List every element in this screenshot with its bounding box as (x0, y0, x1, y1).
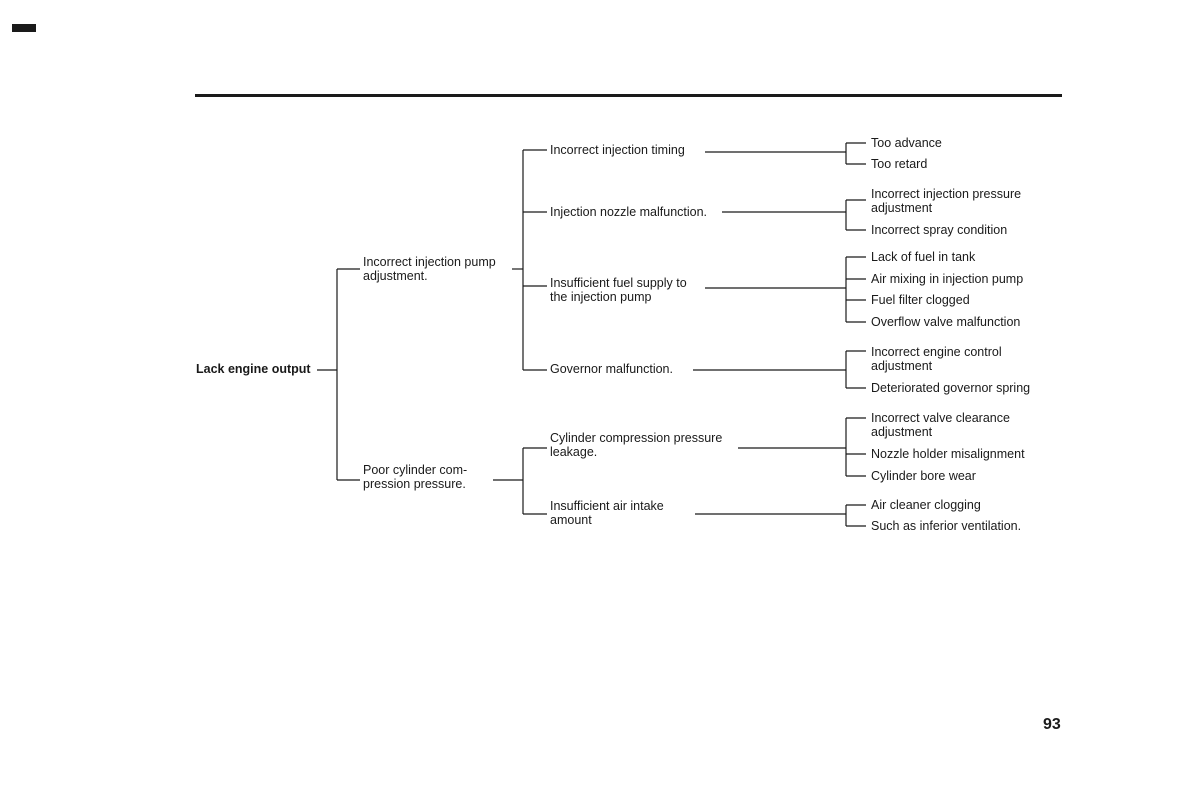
cause-label: Incorrect injection pressure adjustment (871, 187, 1022, 215)
level1-pump-label: Incorrect injection pump adjustment. (363, 255, 496, 283)
cause-label: Fuel filter clogged (871, 293, 970, 307)
cause-label: Air cleaner clogging (871, 498, 981, 512)
level2-nozzle-label: Injection nozzle malfunction. (550, 205, 708, 219)
cause-label: Deteriorated governor spring (871, 381, 1031, 395)
cause-label: Air mixing in injection pump (871, 272, 1024, 286)
level2-timing-label: Incorrect injection timing (550, 143, 685, 157)
level2-governor-label: Governor malfunction. (550, 362, 673, 376)
cause-label: Incorrect spray condition (871, 223, 1008, 237)
level1-compression-label: Poor cylinder com- pression pressure. (363, 463, 468, 491)
cause-label: Such as inferior ventilation. (871, 519, 1022, 533)
cause-label: Too advance (871, 136, 942, 150)
level2-leakage-label: Cylinder compression pressure leakage. (550, 431, 723, 459)
page-number: 93 (1043, 716, 1061, 733)
cause-label: Lack of fuel in tank (871, 250, 976, 264)
corner-mark (12, 24, 36, 32)
cause-label: Incorrect valve clearance adjustment (871, 411, 1010, 439)
cause-label: Too retard (871, 157, 928, 171)
cause-label: Cylinder bore wear (871, 469, 976, 483)
root-label: Lack engine output (196, 362, 311, 376)
cause-label: Overflow valve malfunction (871, 315, 1021, 329)
cause-label: Nozzle holder misalignment (871, 447, 1025, 461)
cause-label: Incorrect engine control adjustment (871, 345, 1002, 373)
level2-air-intake-label: Insufficient air intake amount (550, 499, 664, 527)
header-rule (195, 94, 1062, 97)
level2-fuel-label: Insufficient fuel supply to the injectio… (550, 276, 687, 304)
